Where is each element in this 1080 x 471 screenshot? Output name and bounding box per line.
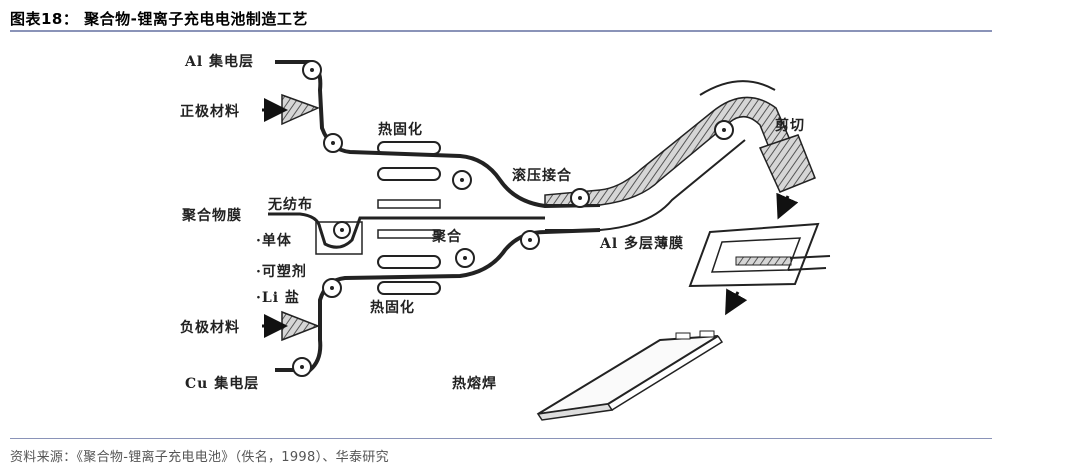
heat-cure-belt-top [377,141,441,155]
top-divider [10,30,992,32]
bottom-divider [10,438,992,439]
cutter-arc [699,80,776,96]
label-cathode-material: 正极材料 [180,103,240,120]
cathode-hopper [281,93,321,126]
label-al-collector: Al 集电层 [184,53,254,70]
al-electrode-strip [275,60,601,209]
label-plasticizer: ·可塑剂 [256,263,307,280]
heat-cure-belt-bottom [377,255,441,269]
label-roll-press: 滚压接合 [512,167,572,184]
figure-title: 图表18： 聚合物-锂离子充电电池制造工艺 [10,10,308,28]
label-nonwoven: 无纺布 [267,196,313,213]
polymer-membrane-line [268,212,545,249]
heat-cure-belt-bottom [377,281,441,295]
label-cut: 剪切 [775,117,805,134]
label-monomer: ·单体 [256,232,292,249]
label-heat-cure-bottom: 热固化 [370,299,415,316]
heat-cure-belt-top [377,167,441,181]
polymerize-plate [377,199,441,209]
figure-source: 资料来源：《聚合物-锂离子充电电池》（佚名，1998）、华泰研究 [10,450,389,465]
cu-electrode-strip [275,228,601,372]
label-cu-collector: Cu 集电层 [185,375,259,392]
label-al-laminate: Al 多层薄膜 [599,235,684,252]
label-li-salt: ·Li 盐 [256,289,300,306]
label-heat-cure-top: 热固化 [378,121,423,138]
al-laminate-pouch [688,222,820,288]
finished-cell [537,335,719,415]
label-anode-material: 负极材料 [180,319,240,336]
label-polymerize: 聚合 [431,228,462,245]
label-heat-seal: 热熔焊 [452,375,497,392]
label-polymer-film: 聚合物膜 [181,207,242,224]
cut-piece [758,134,816,193]
anode-hopper [281,310,321,342]
polymerize-plate [377,229,441,239]
